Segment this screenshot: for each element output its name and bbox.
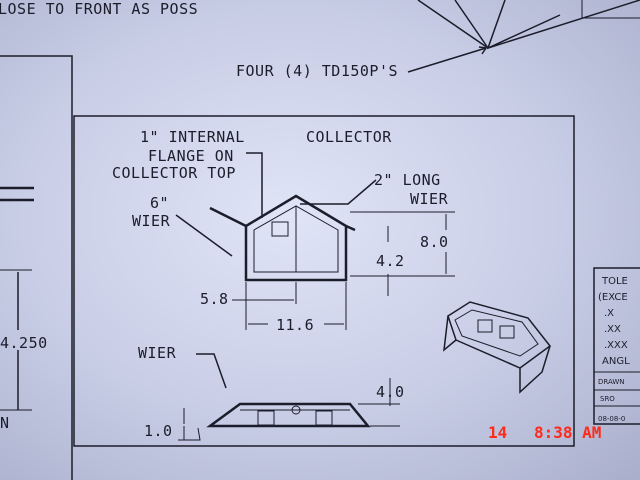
flange-note-line2: FLANGE ON [148,147,234,165]
detail-frame [73,115,575,447]
dimension-lines [178,211,455,441]
collector-isometric [443,301,552,394]
timestamp-time: 8:38 AM [534,423,601,442]
dim-width: 11.6 [276,316,314,334]
side-unit-right [315,410,333,426]
left-panel [0,55,73,480]
tol-row-xxx: .XXX [604,340,628,351]
wier-label: WIER [138,344,177,362]
tol-row-xx: .XX [604,324,621,335]
flange-note-line1: 1" INTERNAL [140,128,245,146]
tol-row-x: .X [604,308,614,319]
drawn-label: DRAWN [598,378,625,386]
tol-row-angl: ANGL [602,356,630,367]
collector-title: COLLECTOR [306,128,392,146]
drawn-initials: SRO [600,395,615,403]
six-wier-note-line1: 6" [150,194,169,212]
header-note: LOSE TO FRONT AS POSS [0,0,198,18]
td150p-callout: FOUR (4) TD150P'S [236,62,398,80]
collector-side-view [206,402,371,428]
title-block [593,267,640,425]
except-head: (EXCE [598,292,628,303]
dim-half-width: 5.8 [200,290,229,308]
left-bottom-text: N [0,414,10,432]
long-wier-note-line1: 2" LONG [374,171,441,189]
side-unit-left [257,410,275,426]
tolerance-head: TOLE [601,276,628,287]
drawn-date: 08-08-0 [598,415,625,423]
flange-note-line3: COLLECTOR TOP [112,164,236,182]
dim-height-total: 8.0 [420,233,449,251]
td150p-leader [407,46,487,73]
six-wier-note-line2: WIER [132,212,171,230]
long-wier-note-line2: WIER [410,190,449,208]
side-unit-center [291,405,301,415]
top-structure-lines [417,0,640,50]
dim-height-inner: 4.2 [376,252,405,270]
td150p-unit [271,221,289,237]
collector-top-view [209,194,356,282]
dim-base: 1.0 [144,422,173,440]
left-dim-value: 4.250 [0,334,48,352]
timestamp-day: 14 [488,423,507,442]
detail-leaders [175,152,377,389]
dim-side-height: 4.0 [376,383,405,401]
